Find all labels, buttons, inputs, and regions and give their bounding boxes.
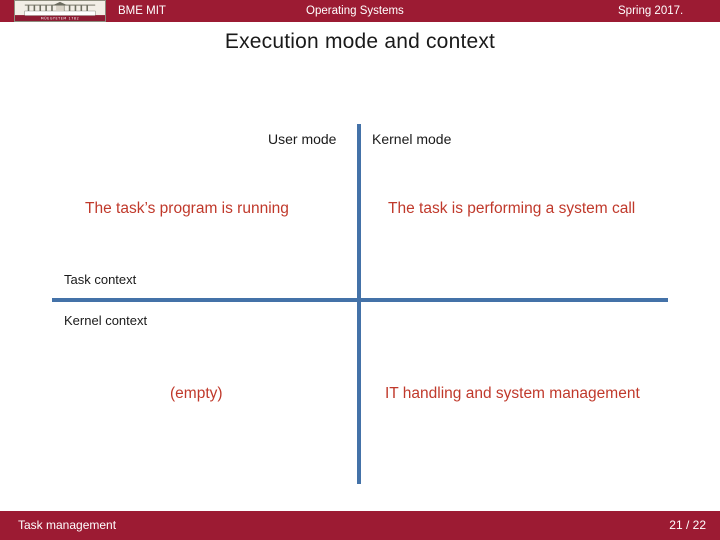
footer-page-number: 21 / 22 [669,518,706,532]
cell-task-context-kernel-mode: The task is performing a system call [388,200,636,217]
column-header-user-mode: User mode [268,131,337,147]
header-center-label: Operating Systems [306,5,404,17]
header-left-label: BME MIT [118,5,166,17]
page-title: Execution mode and context [224,30,496,53]
row-label-kernel-context: Kernel context [64,313,148,328]
cell-kernel-context-kernel-mode: IT handling and system management [385,385,640,402]
footer-section-label: Task management [18,518,117,532]
vertical-divider [357,124,361,484]
horizontal-divider [52,298,668,302]
crest-icon: MÜEGYETEM 1782 [15,1,105,21]
row-label-task-context: Task context [64,272,137,287]
footer-bar: Task management 21 / 22 [0,511,720,540]
cell-kernel-context-user-mode: (empty) [170,385,223,402]
header-bar: MÜEGYETEM 1782 BME MIT Operating Systems… [0,0,720,22]
cell-task-context-user-mode: The task’s program is running [85,200,289,217]
header-right-label: Spring 2017. [618,5,684,17]
bme-mit-crest-logo: MÜEGYETEM 1782 [14,0,106,22]
column-header-kernel-mode: Kernel mode [372,131,452,147]
svg-text:MÜEGYETEM 1782: MÜEGYETEM 1782 [41,16,80,21]
